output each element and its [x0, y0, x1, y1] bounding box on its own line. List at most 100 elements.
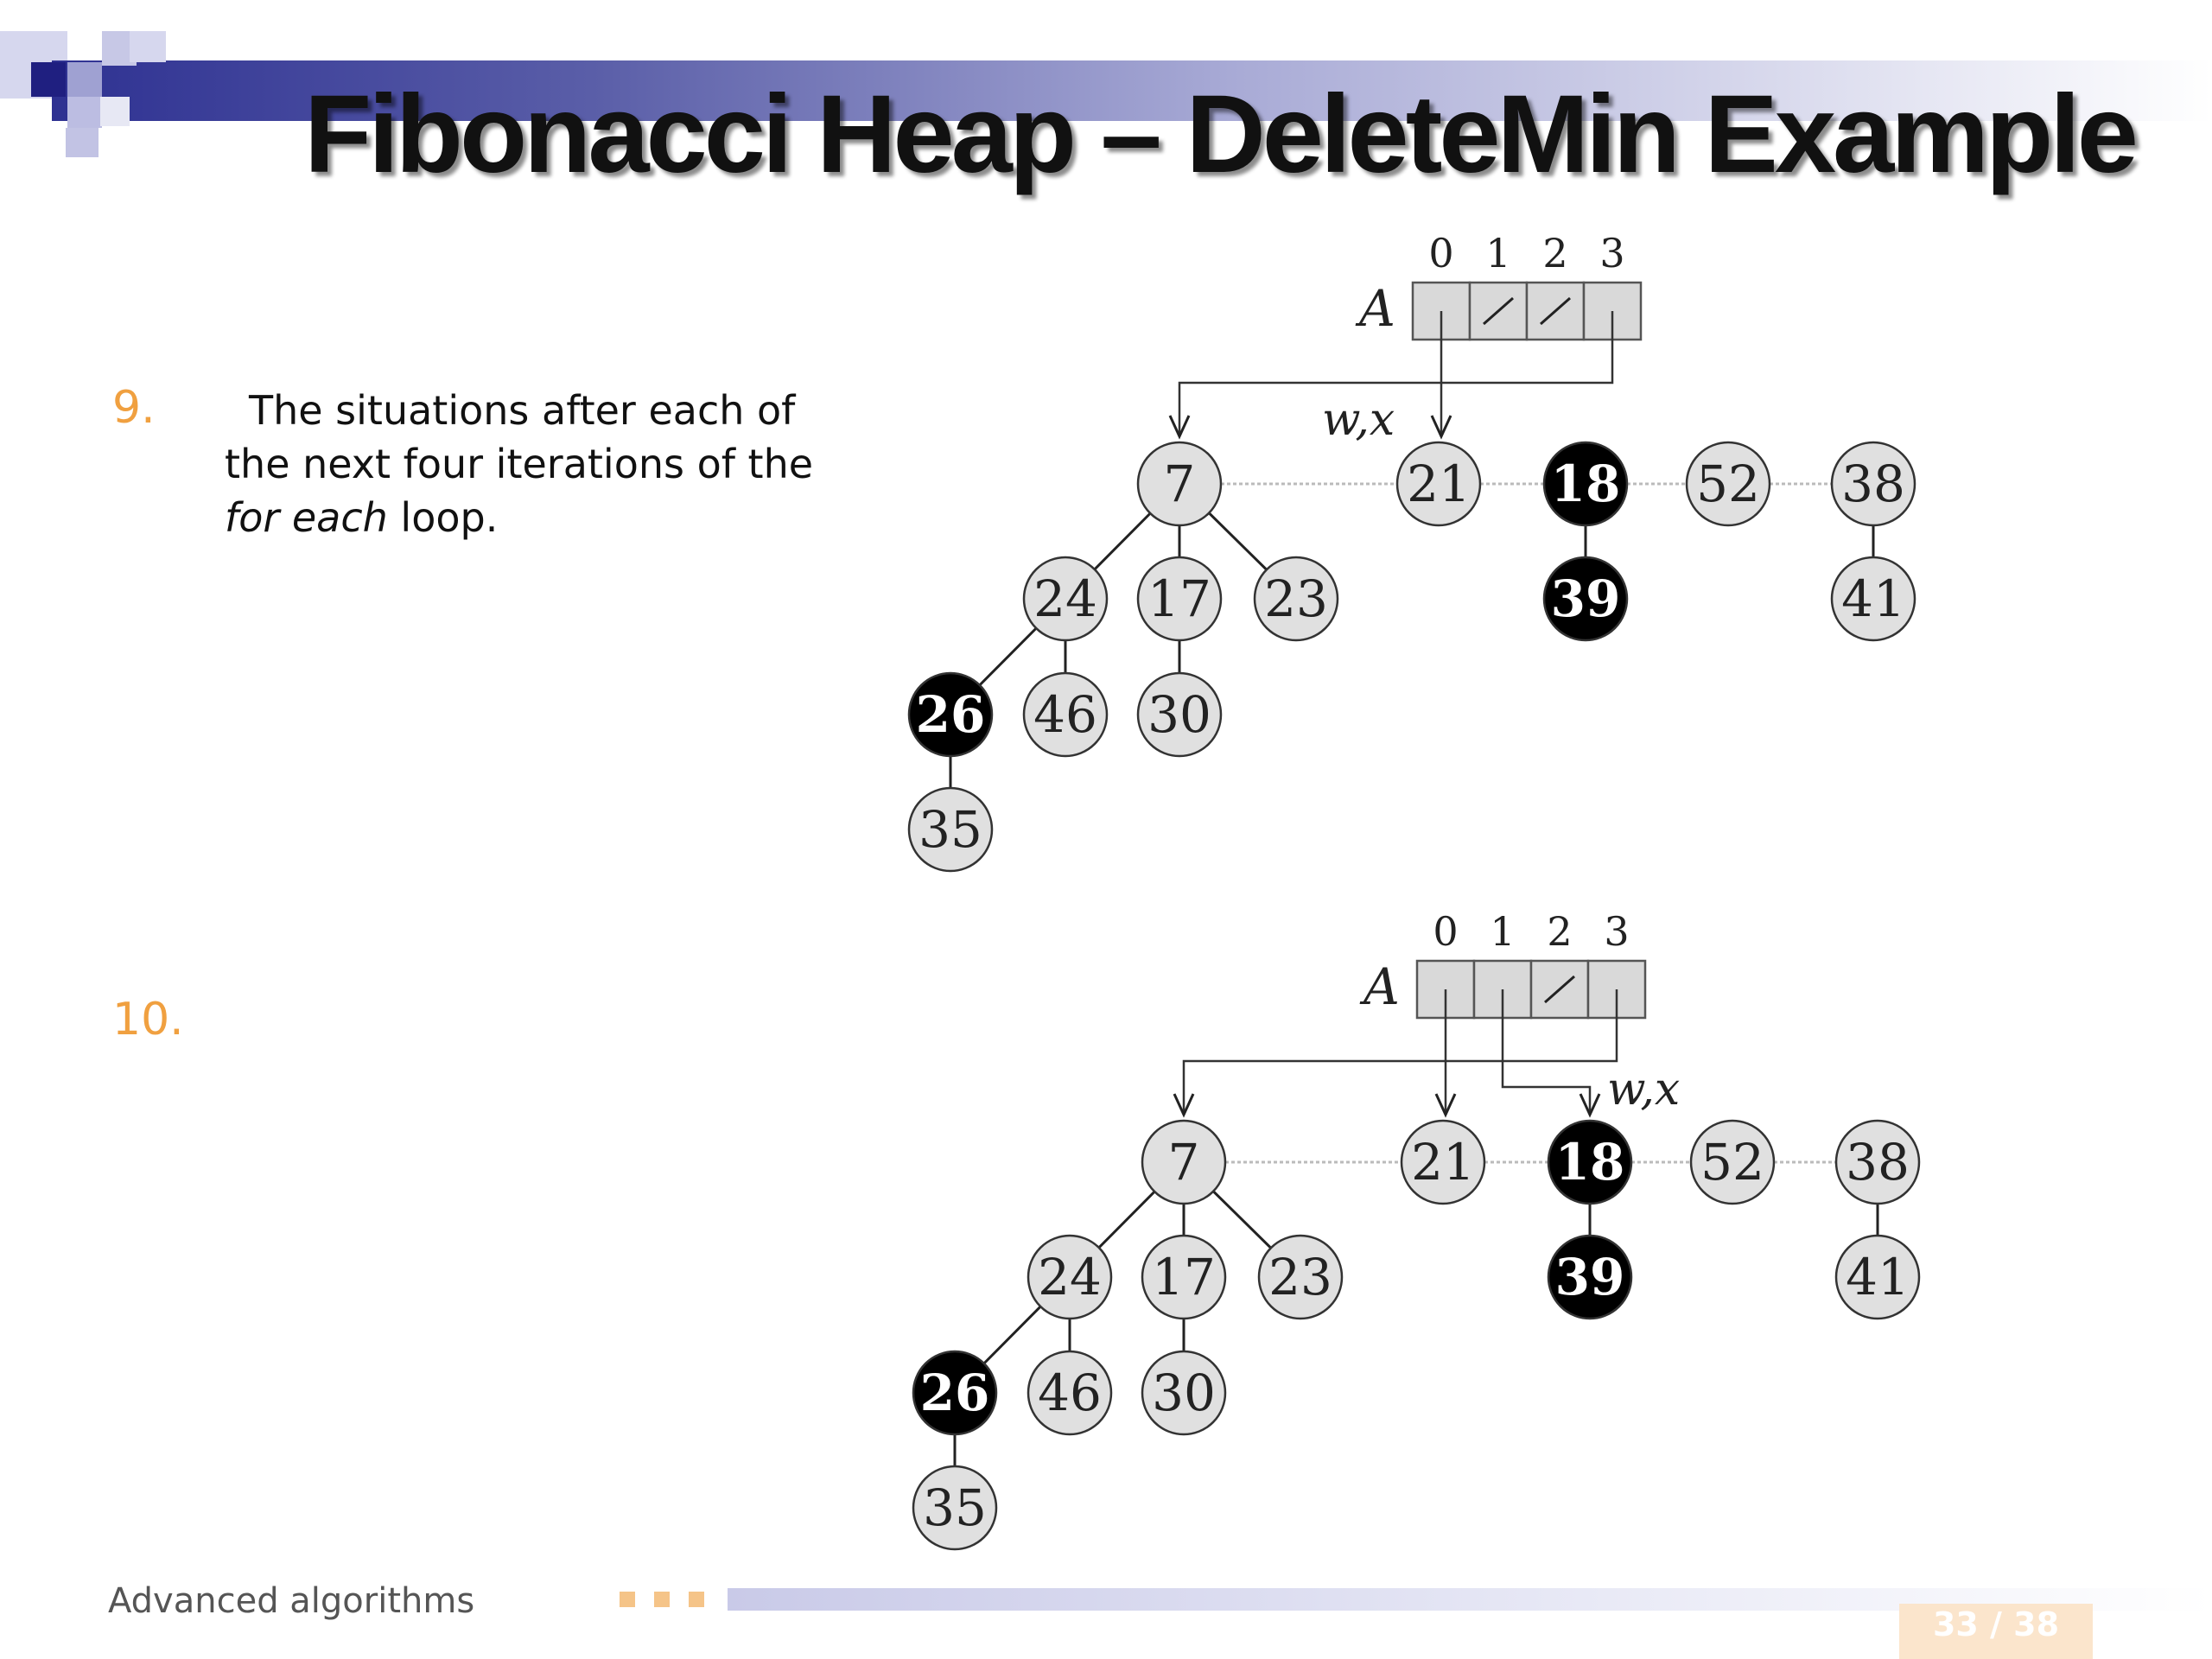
heap-node [1027, 1350, 1113, 1436]
node-key: 46 [1033, 685, 1097, 744]
heap-node [1027, 1234, 1113, 1320]
footer-dot [620, 1592, 635, 1607]
pointer-arrowhead [1579, 1093, 1601, 1118]
array-index: 0 [1433, 908, 1458, 955]
node-key: 38 [1846, 1133, 1910, 1192]
pointer-label: w,x [1607, 1064, 1680, 1116]
node-key: 30 [1152, 1363, 1216, 1422]
logo-square [31, 62, 66, 97]
heap-node [1136, 556, 1223, 642]
footer-dot [689, 1592, 704, 1607]
node-key: 26 [916, 685, 986, 744]
node-key: 35 [923, 1478, 987, 1537]
footer-text: Advanced algorithms [108, 1581, 475, 1621]
heap-node [907, 671, 994, 758]
heap-node [1253, 556, 1339, 642]
heap-node [1395, 441, 1482, 527]
pointer-arrowhead [1430, 415, 1452, 440]
heap-node [1141, 1234, 1227, 1320]
array-index: 1 [1490, 908, 1515, 955]
array-index: 2 [1547, 908, 1572, 955]
array-index: 0 [1428, 230, 1453, 276]
item-number: 9. [112, 382, 156, 434]
heap-node [1834, 1119, 1921, 1205]
node-key: 24 [1038, 1248, 1102, 1306]
node-key: 7 [1164, 454, 1196, 513]
pointer-arrowhead [1434, 1093, 1457, 1118]
heap-node [1136, 441, 1223, 527]
slide-title: Fibonacci Heap – DeleteMin Example [304, 73, 2139, 196]
pointer-arrowhead [1173, 1093, 1195, 1118]
node-key: 52 [1700, 1133, 1764, 1192]
array-pointer [1178, 311, 1614, 436]
heap-node [1400, 1119, 1486, 1205]
heap-node [1022, 671, 1109, 758]
heap-node [1834, 1234, 1921, 1320]
heap-node [1830, 556, 1916, 642]
logo-square [67, 97, 102, 128]
logo-square [130, 31, 166, 62]
heap-node [1830, 441, 1916, 527]
node-key: 35 [918, 800, 982, 859]
node-key: 17 [1147, 569, 1211, 628]
node-key: 38 [1841, 454, 1905, 513]
node-key: 26 [920, 1363, 990, 1422]
node-key: 41 [1846, 1248, 1910, 1306]
heap-node [907, 786, 994, 873]
null-slash [1544, 975, 1575, 1004]
array-index: 3 [1599, 230, 1624, 276]
footer-dot [654, 1592, 670, 1607]
heap-node [1141, 1350, 1227, 1436]
logo-square [67, 62, 102, 97]
item-text-italic: for each [225, 494, 388, 541]
node-key: 30 [1147, 685, 1211, 744]
heap-node [1542, 441, 1629, 527]
node-key: 23 [1264, 569, 1328, 628]
page-badge [1899, 1604, 2093, 1659]
heap-node [1136, 671, 1223, 758]
item-text-line: loop. [387, 494, 499, 541]
node-key: 24 [1033, 569, 1097, 628]
heap-node [1141, 1119, 1227, 1205]
item-text-line: The situations after each of [249, 387, 796, 434]
array-index: 1 [1485, 230, 1510, 276]
node-key: 17 [1152, 1248, 1216, 1306]
item-number: 10. [112, 994, 184, 1046]
array-pointer [1182, 989, 1618, 1115]
heap-node [912, 1350, 998, 1436]
node-key: 18 [1551, 454, 1621, 513]
array-label: A [1359, 957, 1400, 1016]
node-key: 39 [1551, 569, 1621, 628]
pointer-label: w,x [1322, 394, 1395, 446]
array-index: 3 [1604, 908, 1629, 955]
array-label: A [1355, 279, 1395, 338]
logo-square [66, 128, 99, 157]
item-text: The situations after each of the next fo… [225, 384, 830, 544]
heap-node [912, 1465, 998, 1551]
node-key: 23 [1268, 1248, 1332, 1306]
node-key: 46 [1038, 1363, 1102, 1422]
array-index: 2 [1542, 230, 1567, 276]
node-key: 18 [1555, 1133, 1625, 1192]
null-slash [1483, 296, 1514, 326]
array-pointer [1501, 989, 1592, 1115]
header-bar [52, 60, 2212, 121]
node-key: 21 [1407, 454, 1471, 513]
node-key: 7 [1168, 1133, 1200, 1192]
heap-node [1022, 556, 1109, 642]
node-key: 39 [1555, 1248, 1625, 1306]
heap-node [1257, 1234, 1344, 1320]
page-number: 33 / 38 [1932, 1605, 2060, 1643]
heap-node [1685, 441, 1771, 527]
heap-node [1689, 1119, 1776, 1205]
heap-node [1547, 1119, 1633, 1205]
pointer-arrowhead [1168, 415, 1191, 440]
node-key: 41 [1841, 569, 1905, 628]
null-slash [1540, 296, 1571, 326]
item-text-line: the next four iterations of the [225, 441, 814, 487]
node-key: 21 [1411, 1133, 1475, 1192]
heap-node [1547, 1234, 1633, 1320]
node-key: 52 [1696, 454, 1760, 513]
